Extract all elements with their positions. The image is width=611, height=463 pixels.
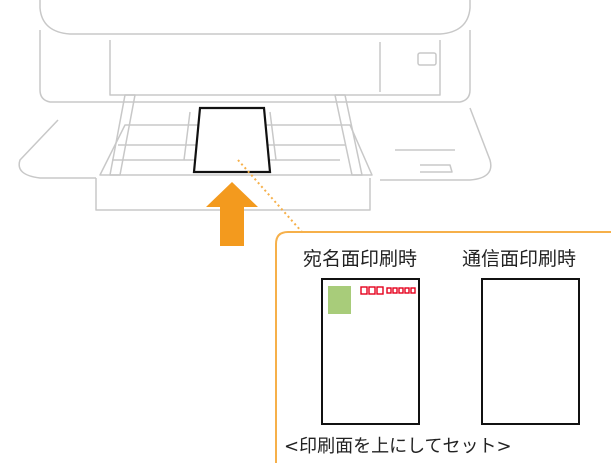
print-side-up-caption: <印刷面を上にしてセット>	[284, 436, 512, 457]
callout-panel	[275, 231, 611, 463]
address-side-postcard	[321, 278, 420, 425]
message-side-postcard	[481, 278, 580, 425]
postal-code-boxes	[360, 286, 416, 295]
printer-illustration	[18, 0, 492, 211]
address-side-label: 宛名面印刷時	[303, 248, 418, 270]
postcard-in-tray	[192, 106, 272, 174]
stamp-area-icon	[328, 286, 351, 314]
message-side-label: 通信面印刷時	[462, 248, 577, 270]
callout-leader-line	[237, 159, 303, 233]
up-arrow-icon	[206, 182, 258, 246]
